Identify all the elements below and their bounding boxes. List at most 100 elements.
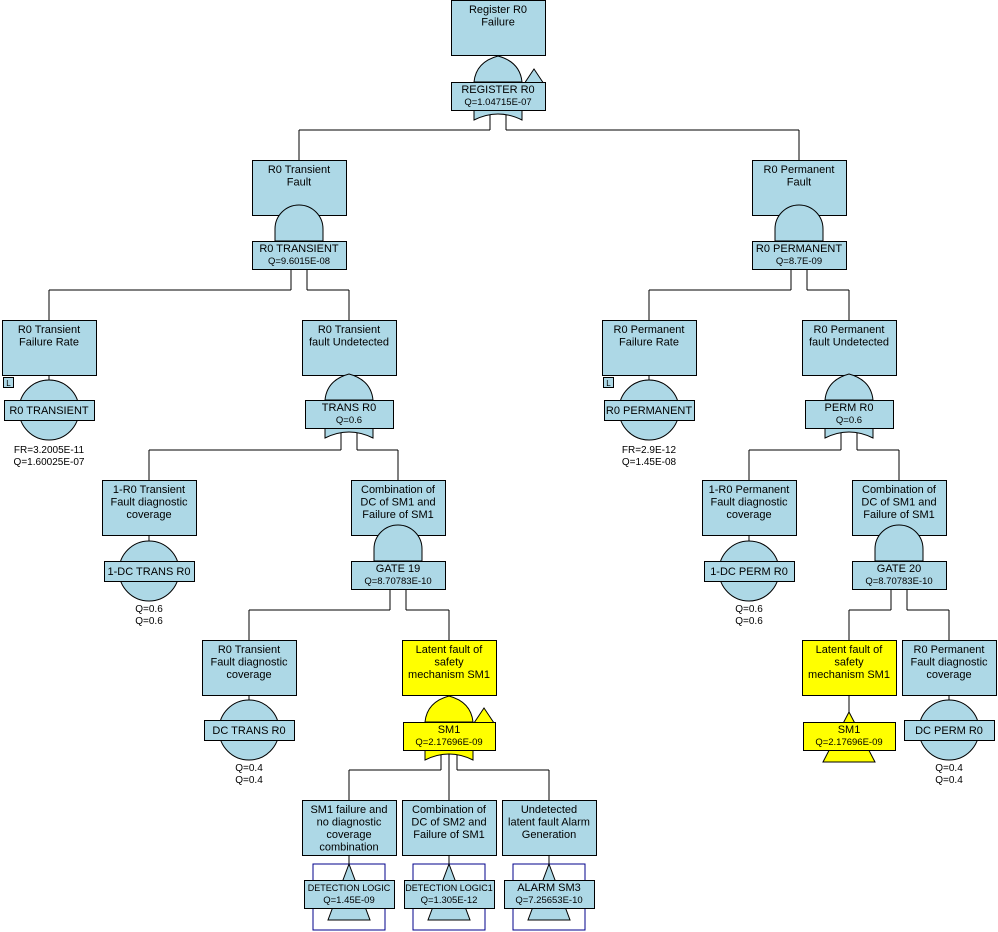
event-description-line: Fault diagnostic <box>910 657 988 669</box>
gate-probability: Q=7.25653E-10 <box>515 895 582 906</box>
gate-label-box <box>604 400 695 421</box>
connector-r0pu <box>748 428 900 480</box>
event-description-line: safety <box>834 657 864 669</box>
gate-name: R0 PERMANENT <box>756 243 842 255</box>
event-description-line: Combination of <box>862 484 937 496</box>
gate-name: DC PERM R0 <box>915 725 983 737</box>
event-description-box <box>602 320 697 376</box>
event-description-line: coverage <box>726 509 771 521</box>
gate-label-box <box>403 722 496 751</box>
event-description-line: Combination of <box>412 804 487 816</box>
label-tag-text: L <box>6 379 11 388</box>
or-gate-symbol <box>473 55 523 121</box>
event-description-box <box>102 480 197 536</box>
or-gate-symbol <box>424 695 474 761</box>
event-description-line: R0 Permanent <box>914 644 985 656</box>
event-description-line: coverage <box>226 669 271 681</box>
event-description-box <box>402 640 497 696</box>
gate-label-box <box>805 400 894 429</box>
gate-label-box <box>904 720 995 741</box>
transfer-triangle-icon <box>523 68 545 85</box>
event-description-line: Fault <box>287 177 311 189</box>
gate-probability: Q=1.45E-09 <box>323 895 375 906</box>
failure-rate-value: FR=3.2005E-11 <box>14 445 85 456</box>
event-description-line: no diagnostic <box>317 817 382 829</box>
probability-value-2: Q=0.6 <box>735 616 763 627</box>
gate-name: R0 TRANSIENT <box>259 243 339 255</box>
event-description-line: Fault diagnostic <box>210 657 288 669</box>
event-description-line: mechanism SM1 <box>408 669 490 681</box>
event-description-box <box>702 480 797 536</box>
gate-probability: Q=1.04715E-07 <box>464 97 531 108</box>
event-description-line: Undetected <box>521 804 577 816</box>
event-description-line: R0 Transient <box>318 324 380 336</box>
event-description-line: SM1 failure and <box>310 804 387 816</box>
event-description-line: coverage <box>926 669 971 681</box>
event-description-line: fault Undetected <box>309 337 389 349</box>
connector-comb19 <box>248 589 450 640</box>
event-description-line: R0 Transient <box>18 324 80 336</box>
event-description-line: Combination of <box>361 484 436 496</box>
gate-probability: Q=8.70783E-10 <box>364 576 431 587</box>
gate-label-box <box>252 241 347 270</box>
event-description-line: Failure of SM1 <box>863 509 935 521</box>
gate-probability: Q=8.70783E-10 <box>865 576 932 587</box>
event-description-line: Failure <box>481 17 515 29</box>
gate-label-box <box>104 561 195 582</box>
gate-probability: Q=0.6 <box>336 415 362 426</box>
event-description-line: fault Undetected <box>809 337 889 349</box>
event-description-line: Fault diagnostic <box>110 497 188 509</box>
connector-r0tu <box>148 428 399 480</box>
gate-name: 1-DC PERM R0 <box>710 566 788 578</box>
gate-probability: Q=0.6 <box>836 415 862 426</box>
gate-label-box <box>351 561 446 590</box>
gate-name: GATE 20 <box>877 563 921 575</box>
and-gate-symbol <box>373 524 423 562</box>
event-description-line: Failure Rate <box>619 337 679 349</box>
probability-value-2: Q=0.4 <box>935 775 963 786</box>
and-gate-symbol <box>774 204 824 242</box>
gate-probability: Q=8.7E-09 <box>776 256 822 267</box>
or-gate-symbol <box>324 373 374 439</box>
gate-name: R0 TRANSIENT <box>9 405 89 417</box>
connector-top <box>298 110 800 160</box>
event-description-line: R0 Transient <box>268 164 330 176</box>
event-description-line: safety <box>434 657 464 669</box>
event-description-line: Failure of SM1 <box>362 509 434 521</box>
connector-r0t <box>48 269 350 320</box>
event-description-line: R0 Permanent <box>614 324 685 336</box>
event-description-box <box>302 320 397 376</box>
label-tag <box>603 377 614 388</box>
or-gate-symbol <box>824 373 874 439</box>
gate-name: DETECTION LOGIC1 <box>405 883 493 893</box>
gate-name: DC TRANS R0 <box>212 725 285 737</box>
gate-name: DETECTION LOGIC <box>308 883 391 893</box>
event-description-box <box>402 800 497 856</box>
event-description-line: mechanism SM1 <box>808 669 890 681</box>
probability-value: Q=1.60025E-07 <box>14 457 85 468</box>
gate-label-box <box>704 561 795 582</box>
event-description-line: DC of SM2 and <box>411 817 486 829</box>
probability-value-2: Q=0.4 <box>235 775 263 786</box>
transfer-triangle-icon <box>473 707 495 724</box>
event-description-line: Register R0 <box>469 4 527 16</box>
event-description-box <box>302 800 397 856</box>
